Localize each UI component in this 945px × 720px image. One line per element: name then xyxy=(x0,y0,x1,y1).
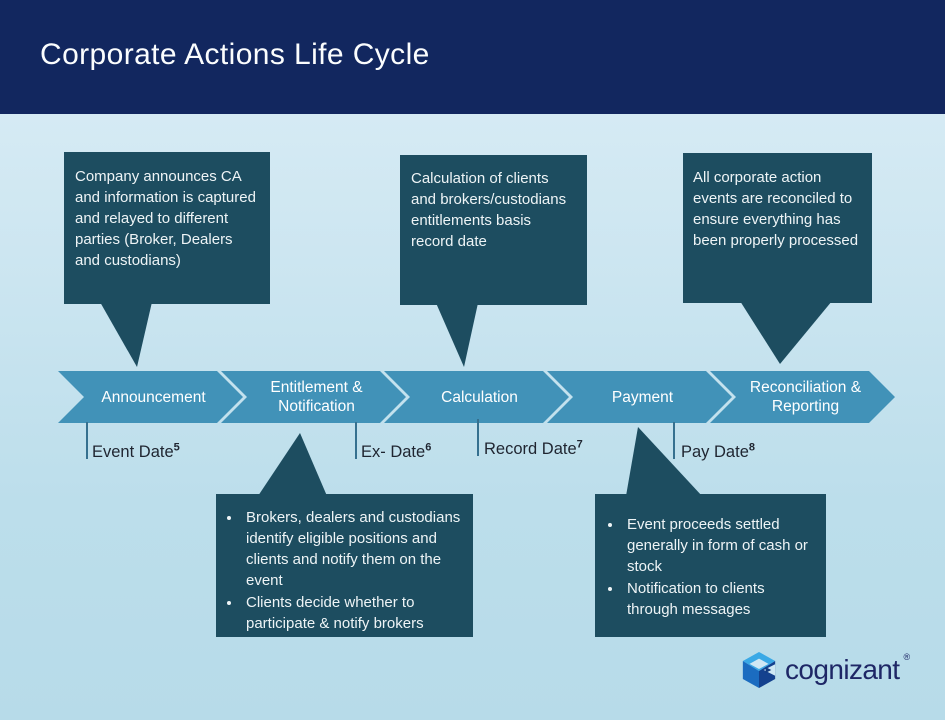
stage-calculation: Calculation xyxy=(384,371,569,423)
date-text: Pay Date xyxy=(681,443,749,461)
payment-bullet-list: Event proceeds settled generally in form… xyxy=(603,514,818,620)
ex-date-tick xyxy=(355,422,357,459)
stage-announcement: Announcement xyxy=(58,371,243,423)
record-date-tick xyxy=(477,419,479,456)
bullet-item: Event proceeds settled generally in form… xyxy=(623,514,818,577)
reconciliation-callout-tail xyxy=(740,301,832,364)
stage-payment: Payment xyxy=(547,371,732,423)
date-text: Record Date xyxy=(484,440,577,458)
trademark-mark: ® xyxy=(903,652,911,662)
date-text: Event Date xyxy=(92,443,174,461)
announcement-callout-tail xyxy=(100,302,152,367)
pay-date-label: Pay Date8 xyxy=(681,441,755,462)
entitlement-bullet-list: Brokers, dealers and custodians identify… xyxy=(222,507,465,634)
callout-announcement-text: Company announces CA and information is … xyxy=(75,168,256,269)
date-footnote: 6 xyxy=(425,441,432,454)
page-title: Corporate Actions Life Cycle xyxy=(40,38,430,71)
callout-calculation: Calculation of clients and brokers/custo… xyxy=(400,155,587,305)
process-flow: Announcement Entitlement & Notification … xyxy=(58,371,918,423)
cognizant-wordmark: cognizant xyxy=(785,654,900,685)
callout-announcement: Company announces CA and information is … xyxy=(64,152,270,304)
stage-label: Announcement xyxy=(101,388,206,406)
callout-entitlement: Brokers, dealers and custodians identify… xyxy=(216,494,473,637)
cognizant-logo: cognizant ® xyxy=(740,651,910,689)
bullet-item: Notification to clients through messages xyxy=(623,578,818,620)
stage-label: Reconciliation & Reporting xyxy=(749,379,862,415)
date-footnote: 5 xyxy=(173,441,180,454)
header-band: Corporate Actions Life Cycle xyxy=(0,0,945,114)
date-footnote: 8 xyxy=(748,441,755,454)
stage-label: Entitlement & Notification xyxy=(270,379,363,415)
date-text: Ex- Date xyxy=(361,443,426,461)
stage-reconciliation-reporting: Reconciliation & Reporting xyxy=(710,371,895,423)
event-date-tick xyxy=(86,422,88,459)
cognizant-hexagon-icon xyxy=(742,651,776,689)
event-date-label: Event Date5 xyxy=(92,441,180,462)
bullet-item: Brokers, dealers and custodians identify… xyxy=(242,507,465,591)
callout-calculation-text: Calculation of clients and brokers/custo… xyxy=(411,170,567,250)
calculation-callout-tail xyxy=(436,303,478,367)
bullet-item: Clients decide whether to participate & … xyxy=(242,592,465,634)
entitlement-callout-tail xyxy=(258,433,327,496)
callout-reconciliation: All corporate action events are reconcil… xyxy=(683,153,872,303)
date-footnote: 7 xyxy=(576,438,583,451)
pay-date-tick xyxy=(673,422,675,459)
stage-label: Payment xyxy=(611,388,674,406)
callout-payment: Event proceeds settled generally in form… xyxy=(595,494,826,637)
ex-date-label: Ex- Date6 xyxy=(361,441,432,462)
record-date-label: Record Date7 xyxy=(484,438,583,459)
callout-reconciliation-text: All corporate action events are reconcil… xyxy=(693,169,859,249)
stage-label: Calculation xyxy=(441,388,518,406)
stage-entitlement-notification: Entitlement & Notification xyxy=(221,371,406,423)
